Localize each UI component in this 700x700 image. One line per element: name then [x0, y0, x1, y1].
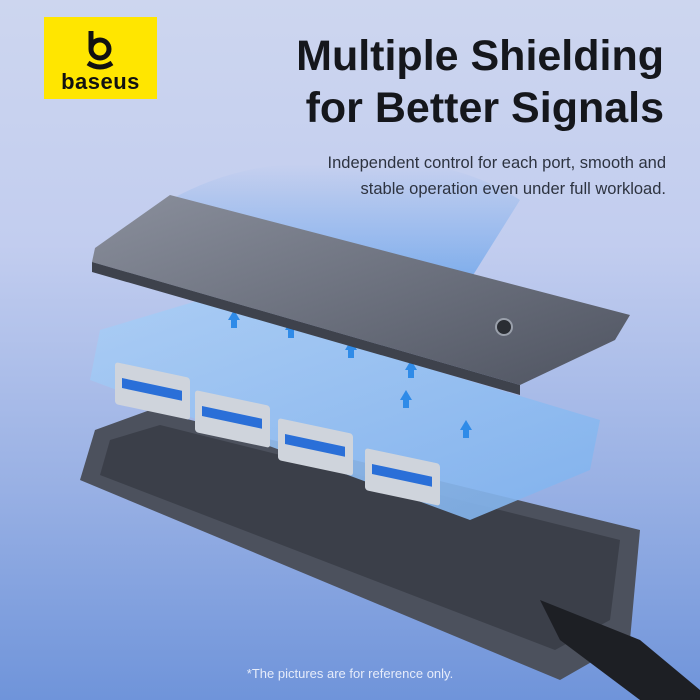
subtitle: Independent control for each port, smoot… — [328, 150, 666, 202]
headline-line-1: Multiple Shielding — [296, 32, 664, 80]
led-indicator-icon — [495, 318, 513, 336]
brand-logo: baseus — [44, 17, 157, 99]
usb-cable — [540, 600, 700, 700]
circuit-board — [90, 300, 600, 520]
usb-ports — [115, 362, 440, 506]
headline-line-2: for Better Signals — [305, 84, 664, 132]
top-shell-edge — [92, 262, 520, 395]
bottom-shell-inner — [100, 425, 620, 650]
disclaimer: *The pictures are for reference only. — [246, 666, 454, 681]
headline: Multiple Shielding for Better Signals — [296, 30, 664, 134]
top-shell — [92, 195, 630, 385]
logo-wordmark: baseus — [61, 69, 140, 94]
subtitle-line-2: stable operation even under full workloa… — [360, 180, 666, 198]
arrow-up-icons — [228, 310, 472, 438]
baseus-logo-icon — [86, 31, 114, 70]
subtitle-line-1: Independent control for each port, smoot… — [327, 154, 666, 172]
